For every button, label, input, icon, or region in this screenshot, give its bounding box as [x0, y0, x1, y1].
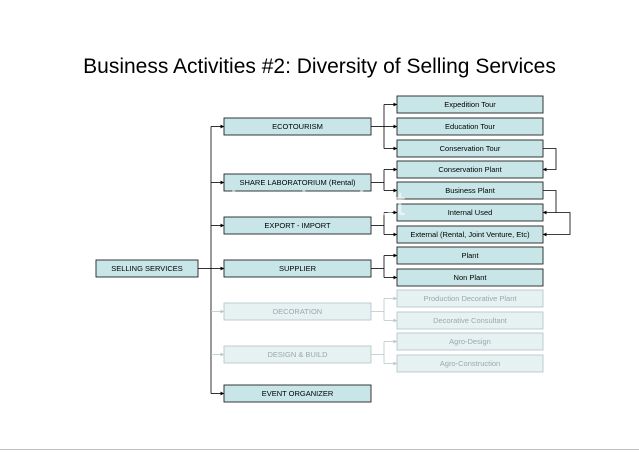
- category-box-event-organizer: EVENT ORGANIZER: [223, 384, 372, 403]
- item-box-conservation-plant: Conservation Plant: [396, 160, 544, 179]
- category-box-share-lab-shape: [223, 173, 372, 192]
- item-box-non-plant-label: Non Plant: [454, 273, 488, 282]
- item-box-expedition-tour-label: Expedition Tour: [444, 100, 496, 109]
- item-box-expedition-tour: Expedition Tour: [396, 95, 544, 114]
- item-box-production-decorative-plant-label: Production Decorative Plant: [424, 294, 518, 303]
- category-box-decoration-label: DECORATION: [273, 307, 322, 316]
- item-box-education-tour: Education Tour: [396, 117, 544, 136]
- item-box-agro-design-shape: [396, 332, 544, 351]
- item-box-external-label: External (Rental, Joint Venture, Etc): [410, 230, 530, 239]
- item-box-conservation-tour: Conservation Tour: [396, 139, 544, 158]
- root-box-selling-services: SELLING SERVICES: [95, 259, 199, 278]
- item-box-production-decorative-plant: Production Decorative Plant: [396, 289, 544, 308]
- item-box-plant: Plant: [396, 246, 544, 265]
- item-box-non-plant: Non Plant: [396, 268, 544, 287]
- item-box-agro-construction-shape: [396, 354, 544, 373]
- category-box-export-import-label: EXPORT - IMPORT: [264, 221, 331, 230]
- loop-conservation: [542, 148, 557, 172]
- category-box-event-organizer-shape: [223, 384, 372, 403]
- item-box-conservation-plant-label: Conservation Plant: [438, 165, 502, 174]
- item-box-non-plant-shape: [396, 268, 544, 287]
- boxes: SELLING SERVICES ECOTOURISM SHARE LABORATO…: [95, 95, 544, 403]
- category-box-design-build: DESIGN & BUILD: [223, 345, 372, 364]
- item-box-internal-used-shape: [396, 203, 544, 222]
- category-box-design-build-shape: [223, 345, 372, 364]
- loop-business-internal: [542, 190, 557, 215]
- category-box-share-lab: SHARE LABORATORIUM (Rental): [223, 173, 372, 192]
- connectors: [198, 102, 571, 396]
- slide-bottom-border: [0, 449, 639, 450]
- item-box-conservation-tour-shape: [396, 139, 544, 158]
- item-box-agro-construction: Agro-Construction: [396, 354, 544, 373]
- category-box-decoration-shape: [223, 302, 372, 321]
- category-box-supplier-shape: [223, 259, 372, 278]
- item-box-expedition-tour-shape: [396, 95, 544, 114]
- item-box-internal-used-label: Internal Used: [448, 208, 493, 217]
- item-box-conservation-plant-shape: [396, 160, 544, 179]
- category-box-export-import-shape: [223, 216, 372, 235]
- item-box-decorative-consultant-label: Decorative Consultant: [433, 316, 508, 325]
- item-box-production-decorative-plant-shape: [396, 289, 544, 308]
- item-box-agro-design: Agro-Design: [396, 332, 544, 351]
- category-box-event-organizer-label: EVENT ORGANIZER: [262, 389, 334, 398]
- item-box-external: External (Rental, Joint Venture, Etc): [396, 225, 544, 244]
- item-box-business-plant-shape: [396, 181, 544, 200]
- item-box-internal-used: Internal Used: [396, 203, 544, 222]
- category-box-design-build-label: DESIGN & BUILD: [267, 350, 328, 359]
- item-box-decorative-consultant: Decorative Consultant: [396, 311, 544, 330]
- item-box-conservation-tour-label: Conservation Tour: [440, 144, 501, 153]
- item-box-education-tour-label: Education Tour: [445, 122, 495, 131]
- item-box-external-shape: [396, 225, 544, 244]
- item-box-plant-label: Plant: [461, 251, 479, 260]
- loop-business-external: [542, 212, 571, 237]
- root-box-selling-services-shape: [95, 259, 199, 278]
- diagram-title: Business Activities #2: Diversity of Sel…: [83, 55, 556, 78]
- item-box-business-plant: Business Plant: [396, 181, 544, 200]
- item-box-decorative-consultant-shape: [396, 311, 544, 330]
- category-box-decoration: DECORATION: [223, 302, 372, 321]
- category-box-share-lab-label: SHARE LABORATORIUM (Rental): [240, 178, 356, 187]
- category-box-supplier-label: SUPPLIER: [279, 264, 317, 273]
- item-box-education-tour-shape: [396, 117, 544, 136]
- item-box-agro-construction-label: Agro-Construction: [440, 359, 500, 368]
- item-box-business-plant-label: Business Plant: [445, 186, 496, 195]
- item-box-plant-shape: [396, 246, 544, 265]
- category-box-export-import: EXPORT - IMPORT: [223, 216, 372, 235]
- category-box-ecotourism-label: ECOTOURISM: [272, 122, 323, 131]
- category-box-supplier: SUPPLIER: [223, 259, 372, 278]
- item-box-agro-design-label: Agro-Design: [449, 337, 491, 346]
- root-box-selling-services-label: SELLING SERVICES: [111, 264, 183, 273]
- category-box-ecotourism-shape: [223, 117, 372, 136]
- category-box-ecotourism: ECOTOURISM: [223, 117, 372, 136]
